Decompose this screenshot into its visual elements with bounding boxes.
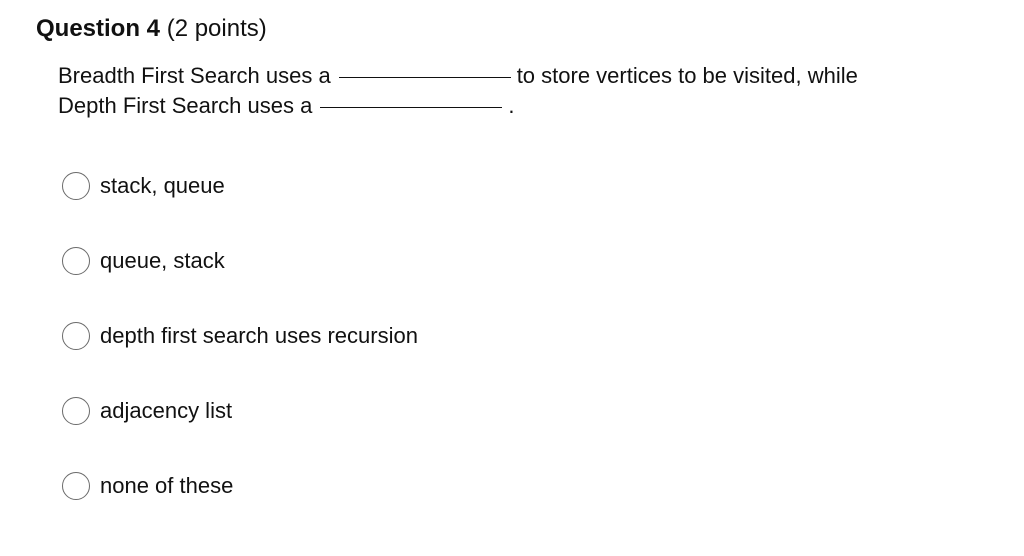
option-label: none of these (100, 472, 234, 498)
prompt-text-4: . (508, 93, 515, 118)
radio-button[interactable] (62, 396, 90, 425)
option-none-of-these[interactable]: none of these (62, 468, 762, 503)
prompt-text-1: Breadth First Search uses a (58, 63, 331, 88)
radio-button[interactable] (62, 471, 90, 500)
option-adjacency-list[interactable]: adjacency list (62, 393, 762, 428)
option-label: depth first search uses recursion (100, 322, 418, 348)
prompt-line-1: Breadth First Search uses a to store vert… (58, 61, 978, 91)
answer-blank-1 (338, 77, 511, 78)
answer-blank-2 (320, 107, 503, 108)
option-queue-stack[interactable]: queue, stack (62, 243, 762, 278)
radio-button[interactable] (62, 171, 90, 200)
answer-options: stack, queue queue, stack depth first se… (62, 168, 762, 503)
radio-button[interactable] (62, 246, 90, 275)
question-title: Question 4 (36, 15, 161, 42)
option-stack-queue[interactable]: stack, queue (62, 168, 762, 203)
prompt-text-3: Depth First Search uses a (58, 93, 313, 118)
question-prompt: Breadth First Search uses a to store vert… (58, 61, 978, 121)
question-points: (2 points) (166, 15, 267, 42)
option-recursion[interactable]: depth first search uses recursion (62, 318, 762, 353)
option-label: stack, queue (100, 172, 225, 198)
prompt-line-2: Depth First Search uses a. (58, 91, 978, 121)
radio-button[interactable] (62, 321, 90, 350)
option-label: queue, stack (100, 247, 225, 273)
option-label: adjacency list (100, 397, 233, 423)
prompt-text-2: to store vertices to be visited, while (516, 63, 858, 88)
question-header: Question 4 (2 points) (36, 12, 267, 46)
